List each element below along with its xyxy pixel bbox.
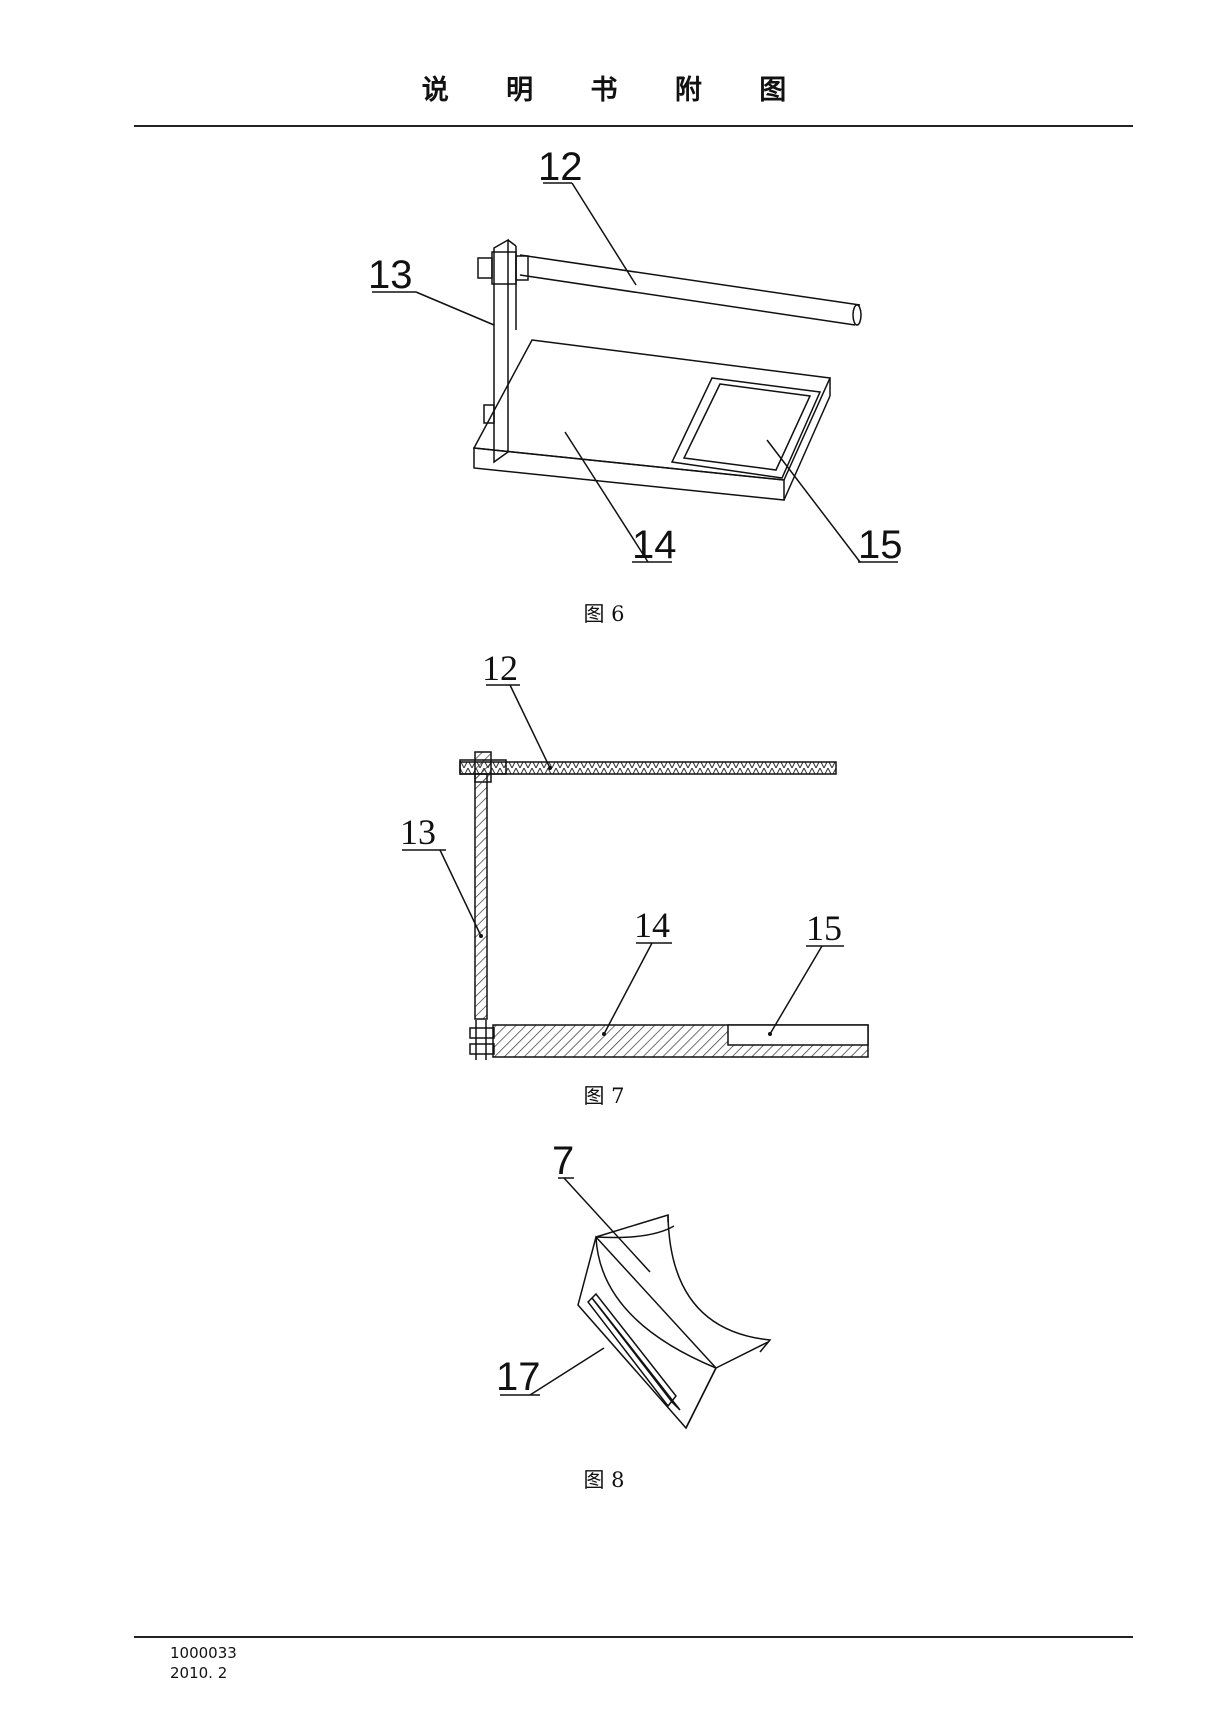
footer-date: 2010. 2 [170,1664,228,1682]
footer-rule [134,1636,1133,1638]
fig8-label-7: 7 [552,1139,574,1183]
figure-7-caption: 图 7 [583,1084,625,1108]
header-rule [134,125,1133,127]
fig7-label-14: 14 [634,905,670,945]
fig7-label-15: 15 [806,908,842,948]
figure-6-drawing: 12 13 14 15 [368,145,903,567]
fig8-label-17: 17 [496,1355,541,1399]
fig6-label-13: 13 [368,253,413,297]
fig7-label-13: 13 [400,812,436,852]
fig6-label-12: 12 [538,145,583,189]
fig7-label-12: 12 [482,648,518,688]
footer-code: 1000033 [170,1644,237,1662]
figure-6-caption: 图 6 [583,602,625,626]
figure-8-drawing: 7 17 [496,1139,772,1430]
page-title: 说 明 书 附 图 [421,75,811,106]
fig6-label-14: 14 [632,523,677,567]
figure-8-caption: 图 8 [583,1468,625,1492]
figure-7-drawing: 12 13 14 15 [400,648,869,1060]
fig6-label-15: 15 [858,523,903,567]
